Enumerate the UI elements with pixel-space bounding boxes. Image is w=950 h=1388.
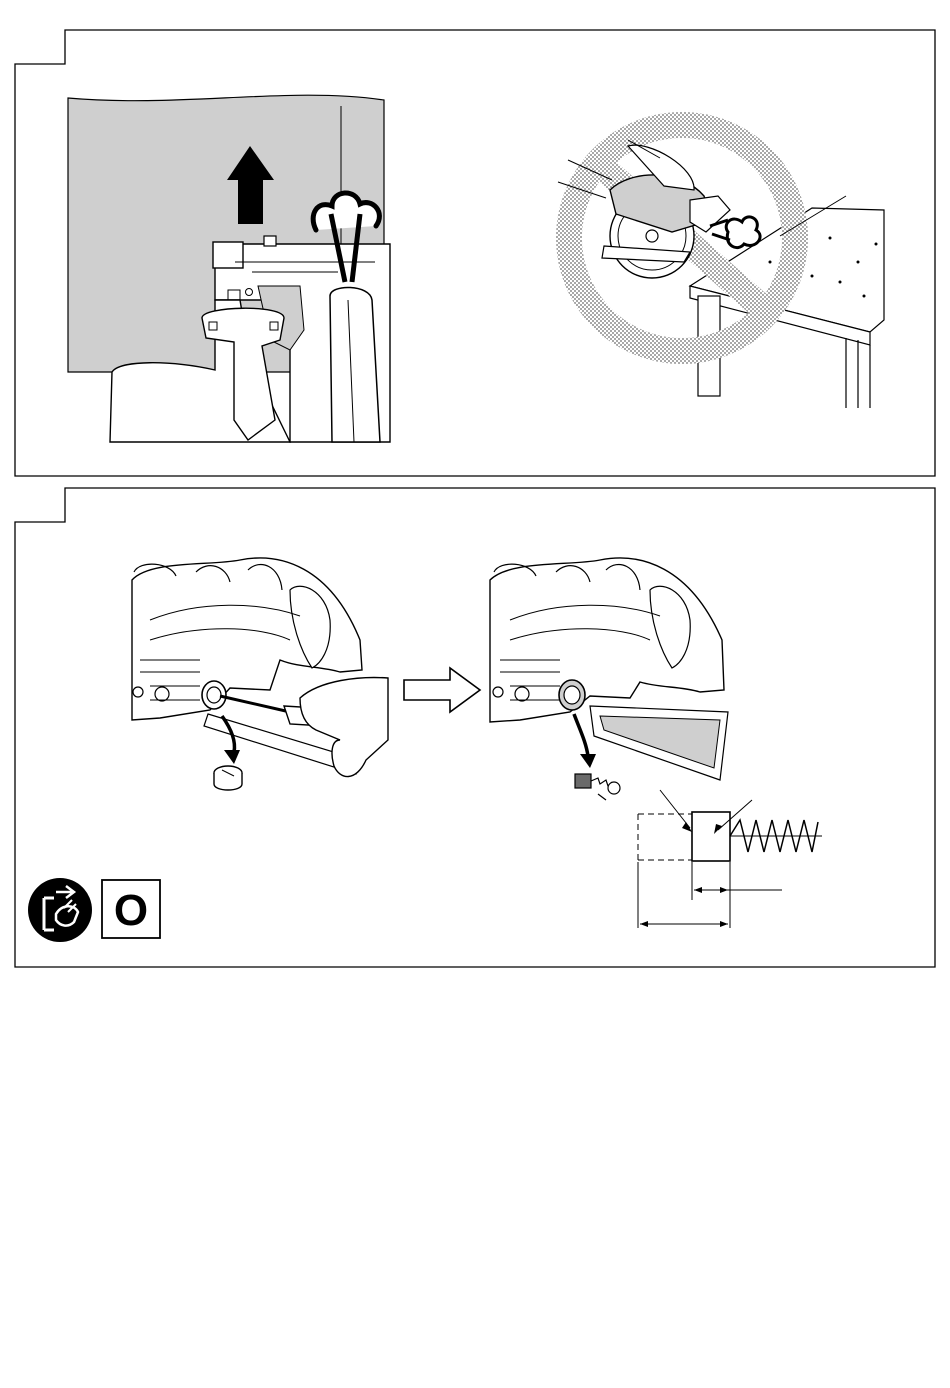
lower-panel: O [15,488,935,967]
next-step-arrow-icon [404,668,480,712]
letter-box: O [102,880,160,938]
upper-panel [15,30,935,476]
unplug-icon [28,878,92,942]
brush-holder-hole-icon [202,681,226,709]
prohibited-figure [556,112,884,408]
letter-box-label: O [114,886,148,935]
brush-cap-removal-figure [132,558,388,790]
spring-icon [730,820,822,852]
carbon-brush-removal-figure [490,558,728,800]
brush-cap-icon [214,766,242,790]
brush-wear-limit-diagram [638,790,822,928]
carbon-brush-icon [575,774,620,800]
brush-holder-open-icon [559,680,585,710]
dust-blowing-figure [68,95,390,442]
